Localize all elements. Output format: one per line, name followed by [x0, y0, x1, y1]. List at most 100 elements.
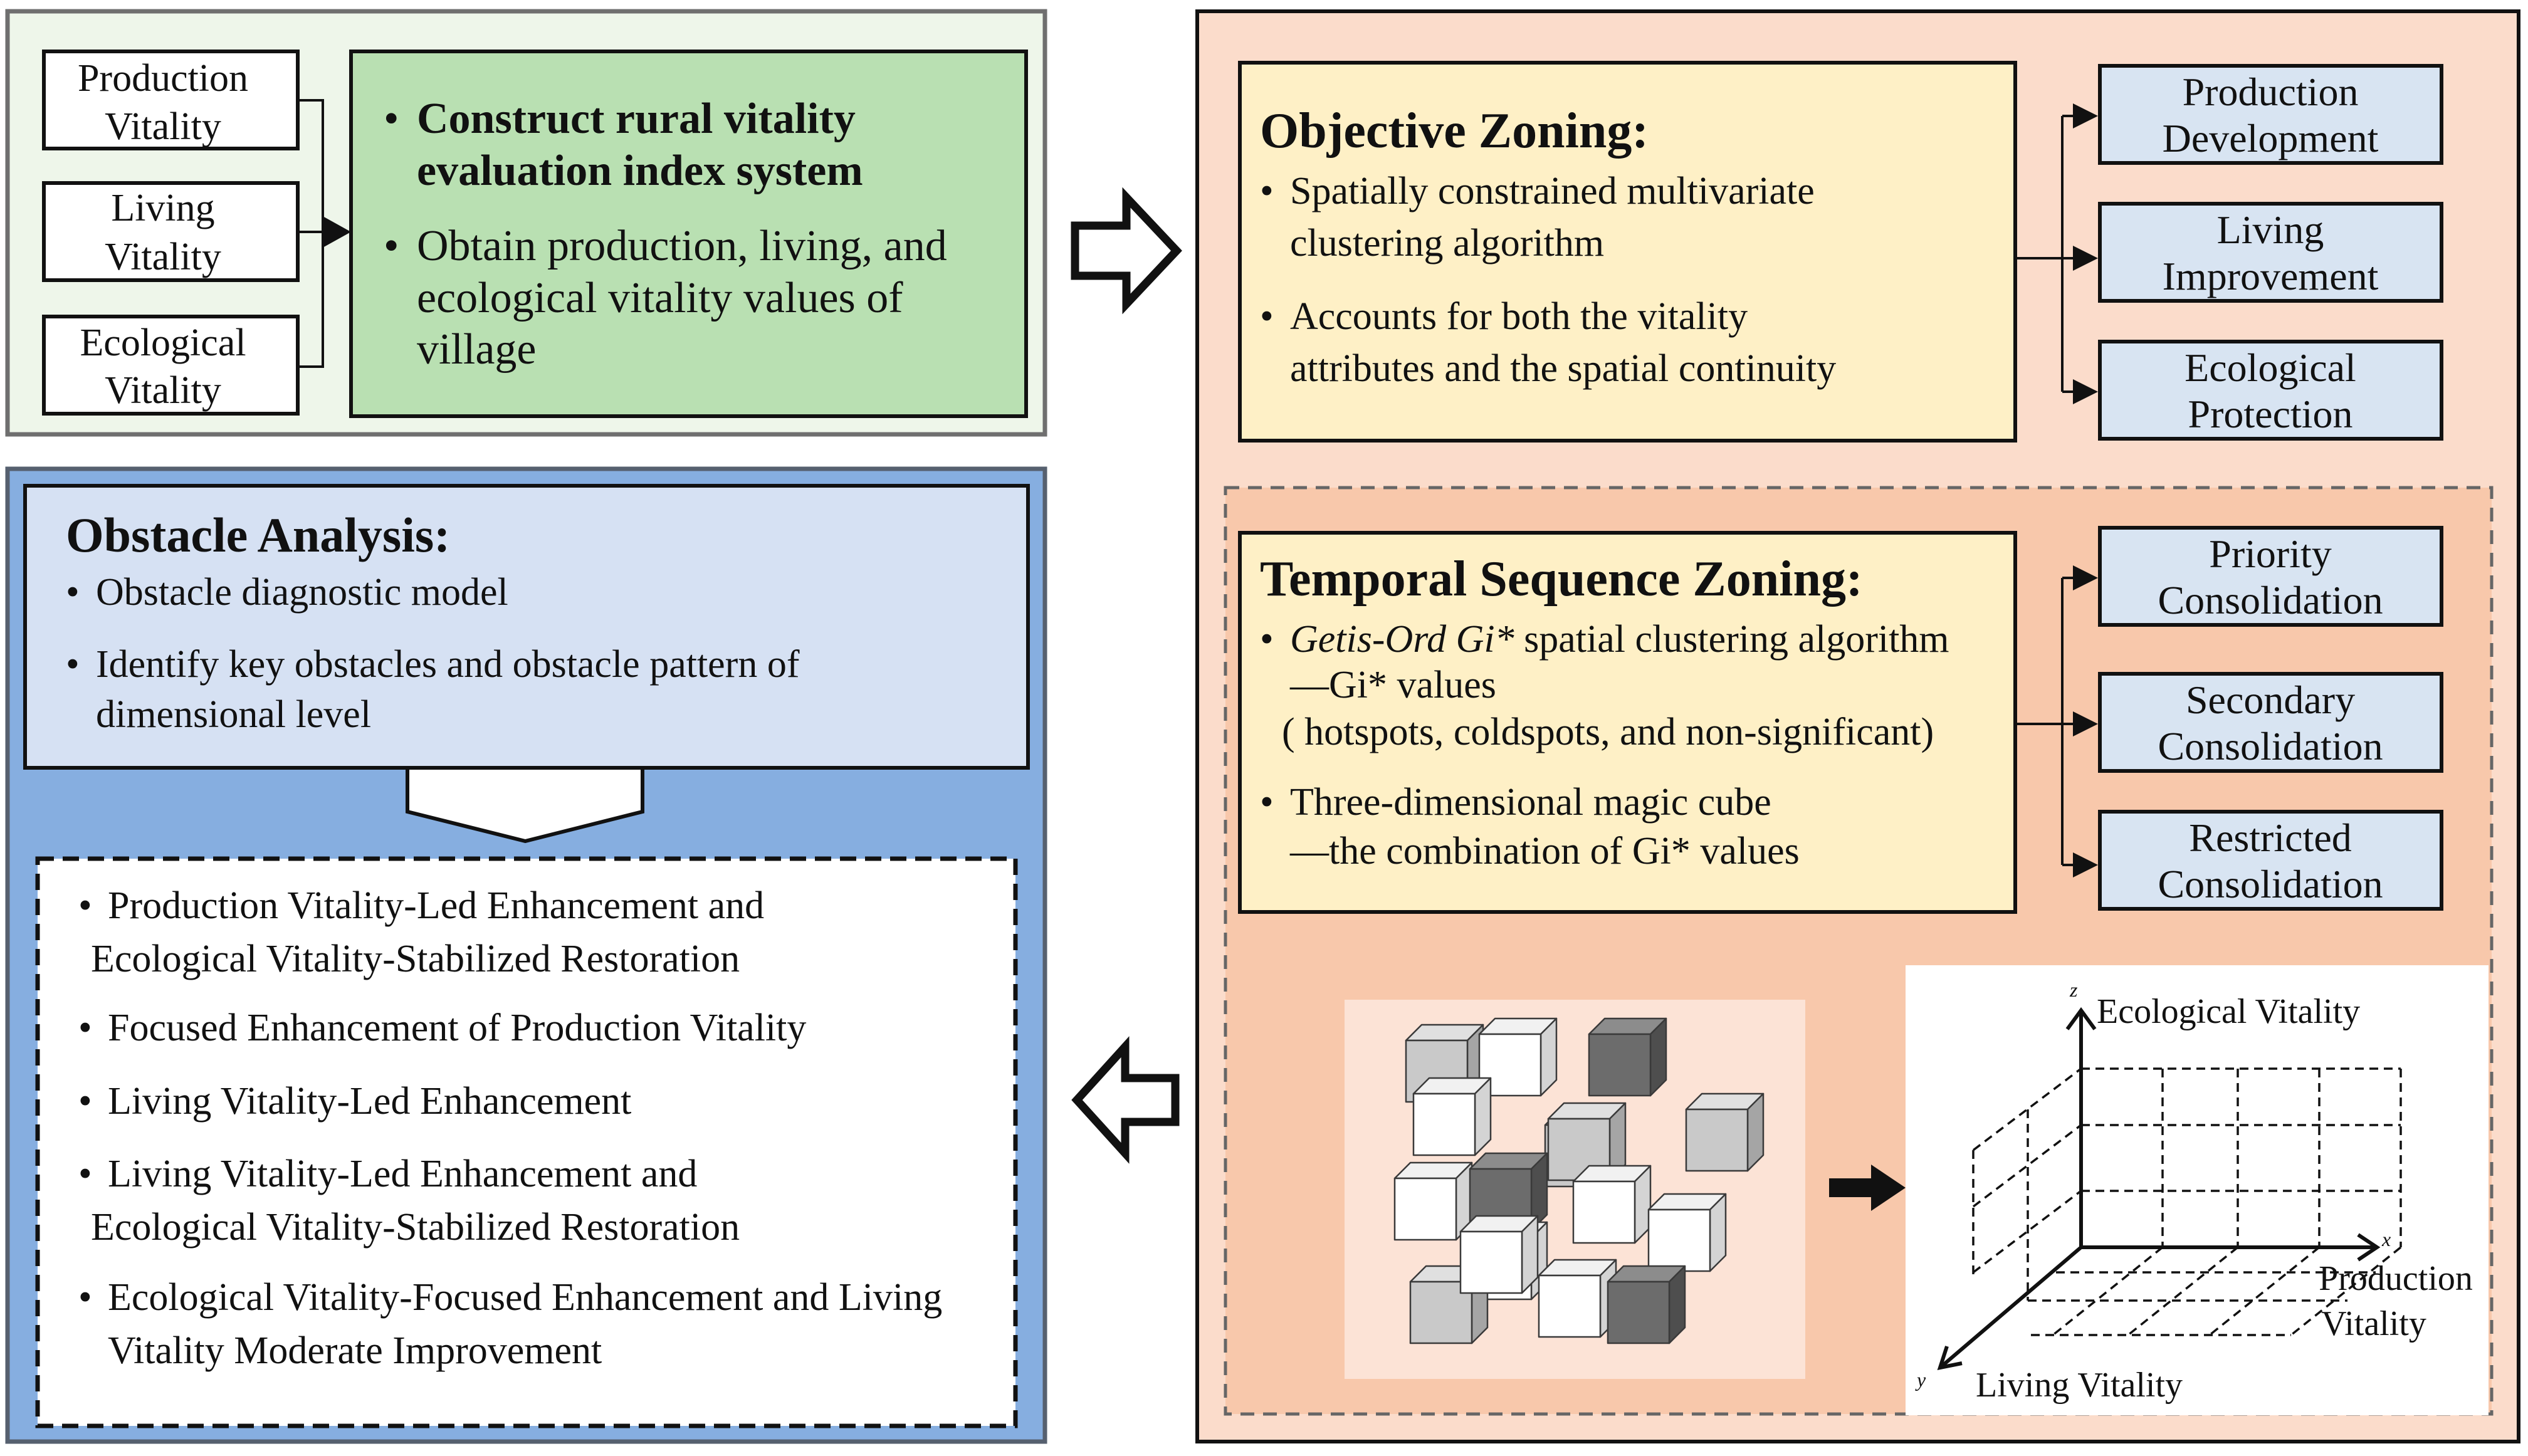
input-box-production: Production Vitality — [42, 50, 300, 150]
outcome-text: Production — [2183, 70, 2359, 114]
outcome-text: Secondary — [2186, 678, 2355, 722]
input-production-line1: Production — [78, 57, 248, 100]
x-axis-letter: x — [2381, 1228, 2391, 1250]
outcome-text: Ecological — [2184, 345, 2356, 390]
obstacle-bullet2-line2: dimensional level — [96, 693, 371, 736]
bullet-dot: • — [1260, 295, 1274, 338]
temporal-bullet1-rest: spatial clustering algorithm — [1514, 618, 1949, 661]
input-ecological-line1: Ecological — [80, 322, 246, 364]
cube — [1547, 1102, 1627, 1181]
green-bullet2-line1: Obtain production, living, and — [417, 222, 947, 270]
cube — [1588, 1017, 1667, 1097]
temporal-connector — [2015, 565, 2098, 877]
strategy-text: Production Vitality-Led Enhancement and — [108, 884, 764, 927]
temporal-bullet2-line2: —the combination of Gi* values — [1289, 830, 1800, 872]
objective-bullet2-line2: attributes and the spatial continuity — [1290, 347, 1836, 390]
outcome-living-improvement: Living Improvement — [2098, 202, 2443, 303]
strategy-item: •Focused Enhancement of Production Vital… — [78, 1007, 806, 1049]
temporal-bullet2-line1: Three-dimensional magic cube — [1290, 781, 1771, 824]
bullet-dot: • — [78, 1080, 92, 1123]
input-arrow-head — [323, 216, 351, 248]
outcome-text: Living — [2217, 207, 2324, 252]
bullet-dot: • — [78, 884, 92, 927]
left-hollow-arrow — [1071, 1036, 1180, 1164]
axes-lines — [1937, 1007, 2381, 1370]
strategy-item: • Production Vitality-Led Enhancement and… — [78, 884, 764, 980]
z-axis-arrowhead — [2065, 1007, 2097, 1030]
obstacle-bullet1: Obstacle diagnostic model — [96, 571, 508, 614]
temporal-zoning-title: Temporal Sequence Zoning: — [1260, 552, 1863, 607]
temporal-bullet1-line1: Getis-Ord Gi* spatial clustering algorit… — [1290, 618, 1949, 661]
bullet-dot: • — [78, 1153, 92, 1195]
bullet-dot: • — [1260, 781, 1274, 824]
objective-zoning-box: Objective Zoning: • Spatially constraine… — [1238, 61, 2017, 443]
y-axis-letter: y — [1915, 1368, 1926, 1391]
strategy-text: Focused Enhancement of Production Vitali… — [108, 1007, 806, 1049]
objective-zoning-title: Objective Zoning: — [1260, 103, 1649, 159]
outcome-text: Consolidation — [2158, 578, 2383, 622]
obstacle-bullet2-line1: Identify key obstacles and obstacle patt… — [96, 643, 800, 686]
temporal-bullet1-line2: —Gi* values — [1289, 664, 1496, 706]
green-bullet1-line2: evaluation index system — [417, 147, 863, 195]
outcome-text: Improvement — [2163, 254, 2379, 298]
bullet-dot: • — [384, 222, 399, 270]
temporal-bullet1-italic: Getis-Ord Gi* — [1290, 618, 1514, 661]
axes-grid — [1972, 1067, 2402, 1336]
y-axis-arrowhead — [1937, 1346, 1963, 1370]
bullet-dot: • — [384, 95, 399, 143]
obstacle-analysis-title: Obstacle Analysis: — [66, 508, 450, 562]
outcome-production-development: Production Development — [2098, 64, 2443, 165]
green-bullet2-line2: ecological vitality values of — [417, 274, 903, 322]
strategy-item: • Living Vitality-Led Enhancement — [78, 1080, 631, 1123]
outcome-text: Priority — [2209, 532, 2332, 576]
bullet-dot: • — [1260, 170, 1274, 212]
strategy-list: • Production Vitality-Led Enhancement and… — [78, 884, 942, 1372]
input-box-living: Living Vitality — [42, 181, 300, 282]
strategy-item: •Ecological Vitality-Focused Enhancement… — [78, 1276, 942, 1372]
temporal-zoning-box: Temporal Sequence Zoning: • Getis-Ord Gi… — [1238, 531, 2017, 914]
strategy-text: Living Vitality-Led Enhancement — [108, 1080, 631, 1123]
cube — [1685, 1092, 1765, 1172]
outcome-text: Development — [2163, 116, 2379, 160]
cube-cluster — [1393, 1017, 1765, 1344]
cube — [1478, 1017, 1558, 1097]
bullet-dot: • — [66, 643, 80, 686]
cube — [1647, 1193, 1727, 1272]
outcome-restricted-consolidation: Restricted Consolidation — [2098, 810, 2443, 911]
y-axis-label: Living Vitality — [1976, 1366, 2183, 1405]
z-axis-label: Ecological Vitality — [2097, 992, 2360, 1031]
outcome-priority-consolidation: Priority Consolidation — [2098, 526, 2443, 627]
strategy-text: Living Vitality-Led Enhancement and — [108, 1153, 697, 1195]
strategy-text: Vitality Moderate Improvement — [108, 1329, 602, 1372]
cube-cluster-panel — [1345, 1000, 1805, 1379]
bullet-dot: • — [78, 1276, 92, 1319]
objective-connector — [2015, 103, 2098, 404]
temporal-bullet1-line3: ( hotspots, coldspots, and non-significa… — [1282, 711, 1934, 753]
objective-bullet1-line2: clustering algorithm — [1290, 222, 1604, 264]
input-ecological-line2: Vitality — [105, 369, 221, 412]
bullet-dot: • — [66, 571, 80, 614]
cube — [1459, 1215, 1539, 1294]
input-panel: Production Vitality Living Vitality Ecol… — [5, 9, 1047, 437]
cube — [1412, 1077, 1492, 1156]
outcome-text: Protection — [2188, 392, 2352, 436]
x-axis-arrowhead — [2357, 1233, 2381, 1262]
strategy-item: • Living Vitality-Led Enhancement andEcol… — [78, 1153, 740, 1249]
objective-bullet1-line1: Spatially constrained multivariate — [1290, 170, 1815, 212]
down-chevron-arrow — [406, 766, 644, 844]
outcome-secondary-consolidation: Secondary Consolidation — [2098, 672, 2443, 773]
strategy-text: Ecological Vitality-Stabilized Restorati… — [91, 1206, 740, 1249]
outcome-text: Restricted — [2189, 815, 2351, 860]
cube — [1538, 1259, 1617, 1338]
zoning-panel: Objective Zoning: • Spatially constraine… — [1195, 9, 2520, 1443]
strategies-box: • Production Vitality-Led Enhancement and… — [35, 856, 1018, 1428]
green-box: • Construct rural vitality evaluation in… — [349, 50, 1028, 418]
y-axis — [1939, 1245, 2082, 1370]
cube — [1469, 1152, 1548, 1232]
obstacle-panel: Obstacle Analysis: • Obstacle diagnostic… — [5, 466, 1047, 1444]
outcome-ecological-protection: Ecological Protection — [2098, 340, 2443, 441]
input-living-line2: Vitality — [105, 236, 221, 278]
cube — [1607, 1265, 1686, 1344]
outcome-text: Consolidation — [2158, 862, 2383, 906]
